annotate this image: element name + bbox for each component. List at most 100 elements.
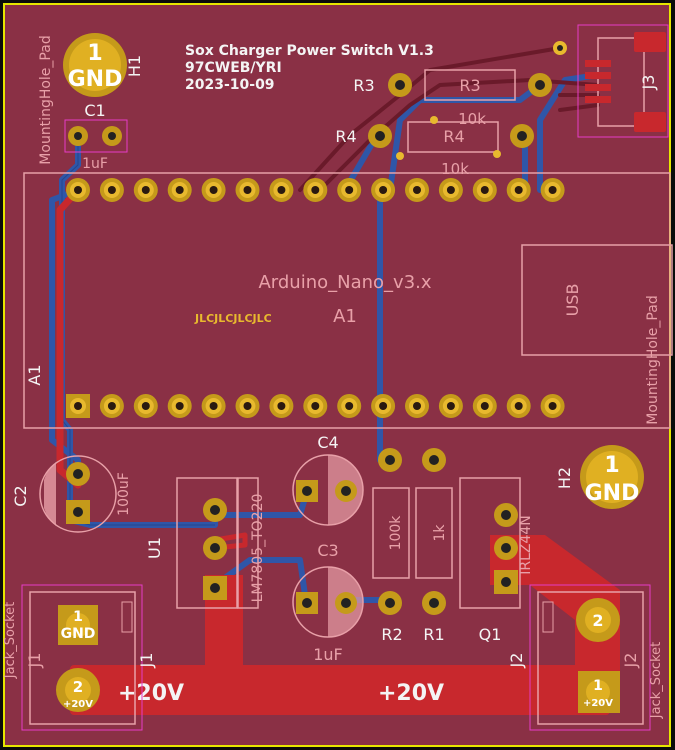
a1-bottom-pin: [438, 394, 463, 418]
h2-pad-number: 1: [604, 453, 619, 478]
c2-value: 100uF: [116, 472, 132, 516]
h1-pad-number: 1: [87, 41, 102, 66]
j3-ref: J3: [639, 75, 658, 91]
title-line-3: 2023-10-09: [185, 77, 275, 93]
j2-pad1-number: 1: [593, 678, 603, 694]
c2-ref: C2: [11, 485, 30, 506]
a1-ref-fab: A1: [333, 306, 357, 327]
r4-value: 10k: [441, 160, 469, 178]
u1-value: LM7805_TO220: [250, 494, 266, 603]
a1-bottom-pin: [133, 394, 158, 418]
j1-pad2-number: 2: [73, 678, 83, 696]
capacitor-c3: C3 1uF: [292, 541, 364, 664]
h2-net: GND: [585, 481, 640, 506]
vias: [396, 116, 501, 160]
capacitor-c2: C2 100uF: [11, 455, 132, 533]
r3-value: 10k: [458, 110, 486, 128]
resistor-r1: R1 1k: [415, 448, 453, 644]
h2-ref: H2: [555, 467, 574, 489]
a1-top-pin: [167, 178, 192, 202]
power-net-label-right: +20V: [378, 681, 444, 706]
j1-pad2-net: +20V: [63, 699, 93, 710]
back-copper-edges: [61, 135, 215, 526]
a1-top-pin: [269, 178, 294, 202]
resistor-r4: R4 R4 10k: [335, 121, 534, 178]
a1-top-pin: [472, 178, 497, 202]
resistor-r3: R3 R3 10k: [353, 69, 552, 128]
a1-value: Arduino_Nano_v3.x: [258, 272, 431, 293]
a1-top-pin: [506, 178, 531, 202]
j2-ref-fab: J2: [621, 653, 640, 669]
a1-top-pin: [99, 178, 124, 202]
r1-value: 1k: [432, 524, 448, 542]
r2-value: 100k: [388, 515, 404, 551]
j1-value: Jack_Socket: [3, 602, 18, 680]
a1-bottom-pin: [99, 394, 124, 418]
capacitor-c1: C1 1uF: [64, 101, 128, 172]
a1-top-pin: [337, 178, 362, 202]
j1-ref-fab: J1: [25, 653, 44, 669]
a1-top-pin: [371, 178, 396, 202]
j2-value: Jack_Socket: [649, 642, 664, 720]
regulator-u1: U1 LM7805_TO220: [145, 477, 266, 609]
c3-ref: C3: [317, 541, 338, 560]
title-line-1: Sox Charger Power Switch V1.3: [185, 43, 434, 59]
a1-bottom-pin: [201, 394, 226, 418]
jack-j2: 2 1 +20V J2 J2 Jack_Socket: [507, 584, 664, 731]
a1-ref: A1: [25, 364, 44, 385]
r4-ref-fab: R4: [443, 127, 464, 146]
a1-bottom-pin: [371, 394, 396, 418]
c3-value: 1uF: [313, 645, 343, 664]
a1-usb-label: USB: [563, 284, 582, 317]
q1-value: IRLZ44N: [518, 515, 534, 575]
q1-ref: Q1: [479, 625, 502, 644]
mosfet-q1: Q1 IRLZ44N: [459, 477, 534, 644]
a1-bottom-pin: [506, 394, 531, 418]
a1-bottom-pin-row: [66, 394, 565, 418]
j2-pad1-net: +20V: [583, 698, 613, 709]
r3-ref: R3: [353, 76, 374, 95]
jack-j1: 1 GND 2 +20V J1 J1 Jack_Socket: [3, 584, 156, 731]
a1-top-pin: [303, 178, 328, 202]
a1-bottom-pin: [167, 394, 192, 418]
j1-ref: J1: [137, 653, 156, 669]
c1-ref: C1: [84, 101, 105, 120]
a1-top-pin: [235, 178, 260, 202]
mounting-hole-h2: 1 GND H2: [555, 445, 644, 509]
j1-pad1-number: 1: [73, 609, 83, 625]
j2-ref: J2: [507, 653, 526, 669]
c1-value: 1uF: [82, 156, 108, 172]
h1-ref: H1: [125, 55, 144, 77]
connector-j3: J3: [553, 24, 669, 138]
j1-pad1-net: GND: [61, 626, 96, 642]
a1-top-pin: [405, 178, 429, 202]
title-line-2: 97CWEB/YRI: [185, 60, 282, 76]
a1-top-pin-row: [66, 178, 565, 202]
r1-ref: R1: [423, 625, 444, 644]
a1-top-pin: [66, 178, 90, 202]
power-net-label-left: +20V: [118, 681, 184, 706]
a1-bottom-pin: [405, 394, 429, 418]
r3-ref-fab: R3: [459, 76, 480, 95]
c4-label: C4: [317, 433, 338, 452]
r2-ref: R2: [381, 625, 402, 644]
a1-bottom-pin: [472, 394, 497, 418]
a1-bottom-pin: [269, 394, 294, 418]
h1-net: GND: [68, 67, 123, 92]
a1-top-pin: [201, 178, 226, 202]
a1-bottom-pin: [337, 394, 362, 418]
u1-ref: U1: [145, 537, 164, 559]
a1-jlc-marker: JLCJLCJLCJLC: [194, 312, 272, 325]
arduino-a1: USB Arduino_Nano_v3.x A1 JLCJLCJLCJLC A1…: [23, 172, 673, 429]
resistor-r2: R2 100k: [372, 448, 410, 644]
a1-top-pin: [540, 178, 565, 202]
j2-pad2-number: 2: [592, 611, 603, 630]
mounting-hole-h1: 1 GND H1 MountingHole_Pad: [38, 33, 144, 165]
a1-bottom-pin: [303, 394, 328, 418]
a1-top-pin: [438, 178, 463, 202]
h2-value: MountingHole_Pad: [645, 295, 661, 424]
a1-bottom-pin: [66, 394, 90, 418]
a1-bottom-pin: [235, 394, 260, 418]
capacitor-c4: C1 C4: [292, 433, 364, 526]
